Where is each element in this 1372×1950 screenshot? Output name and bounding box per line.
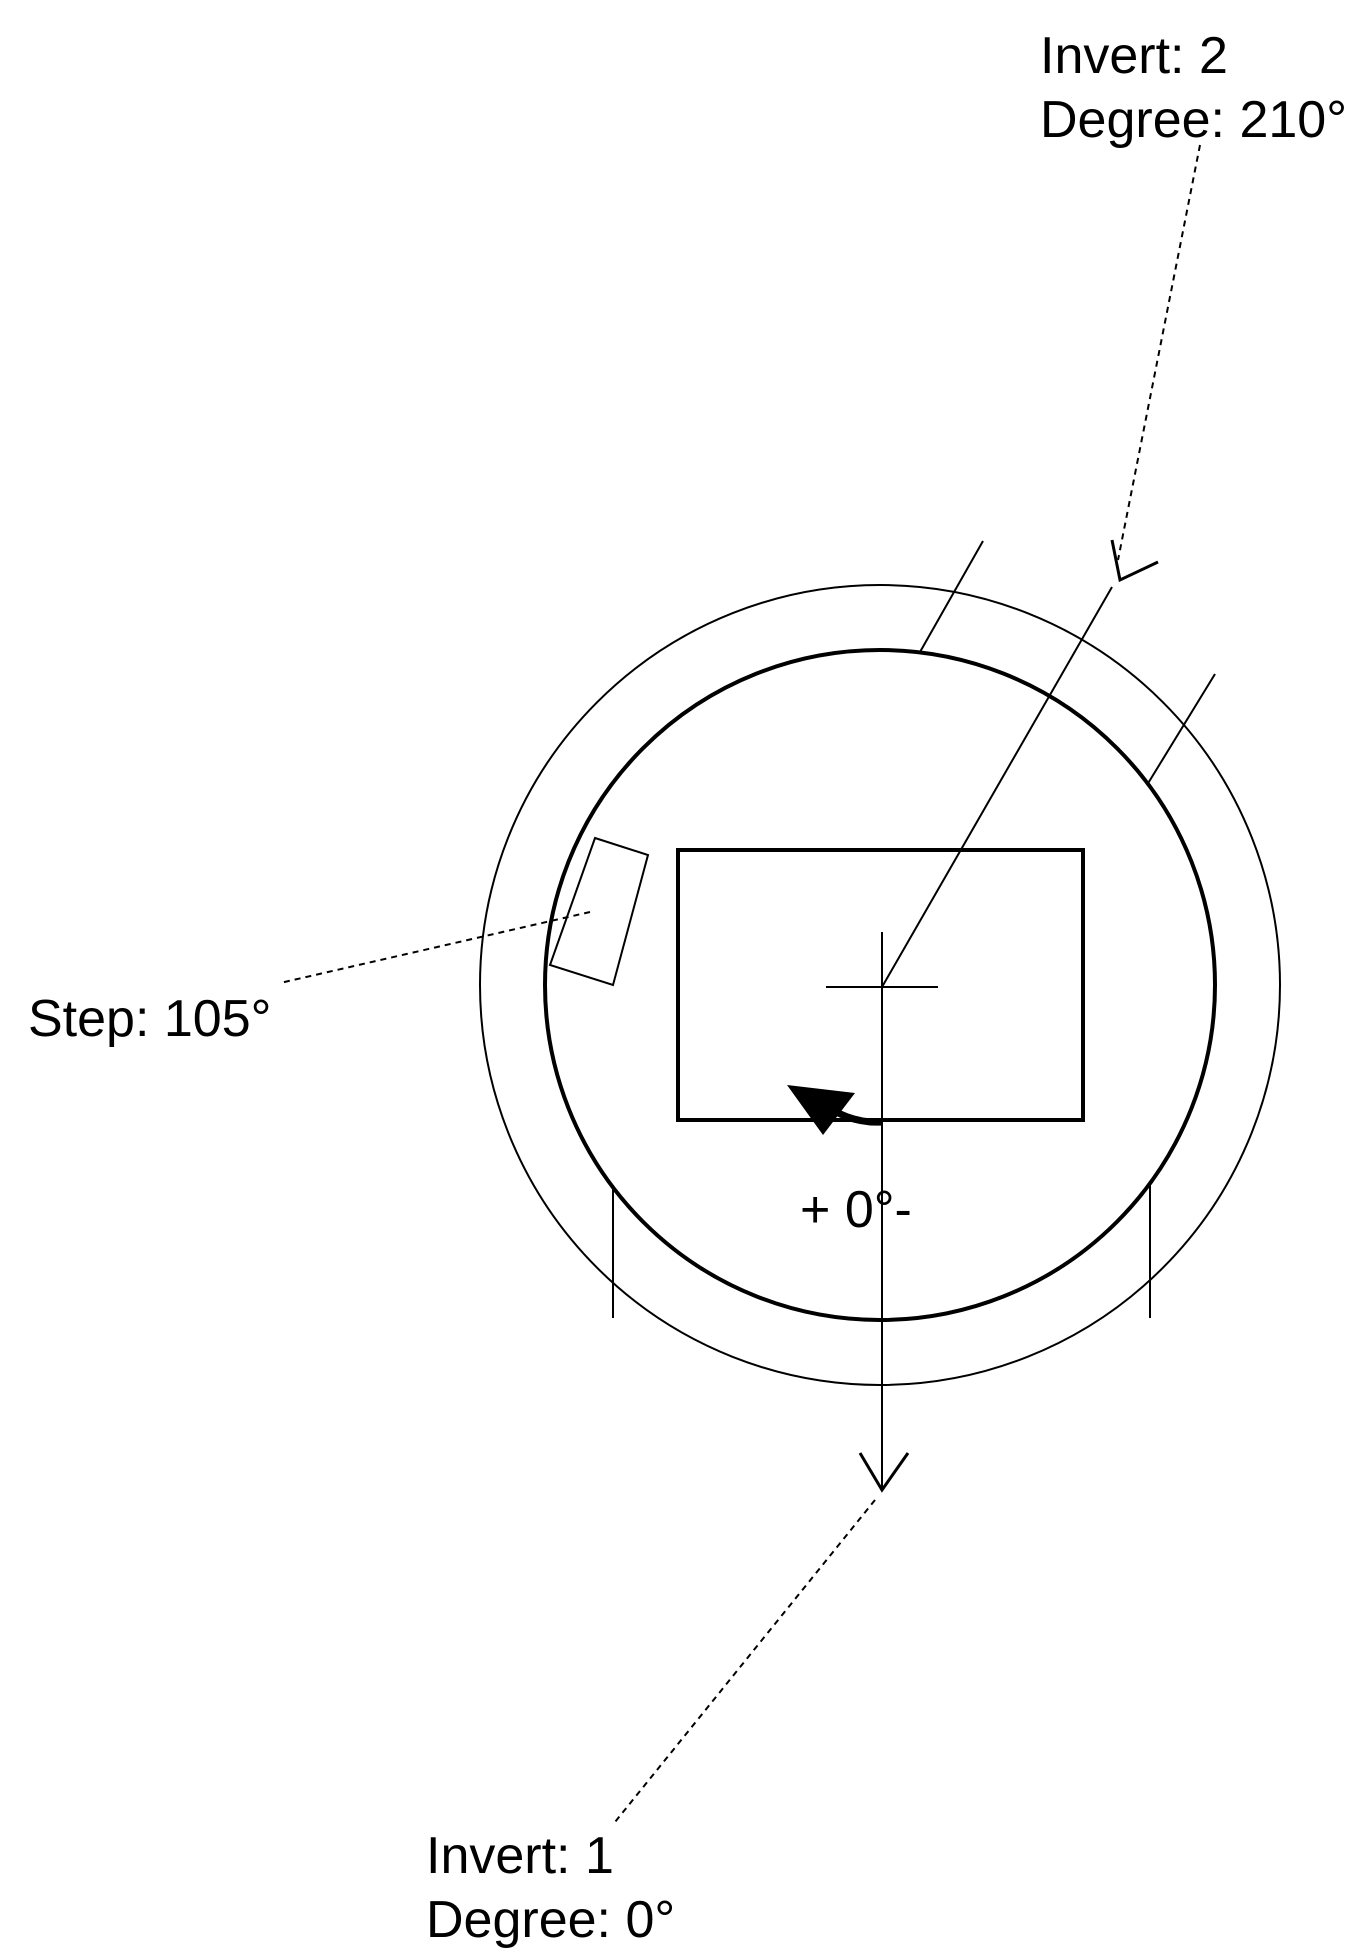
step-marker <box>548 836 650 987</box>
invert-2-arrowhead <box>1110 539 1159 583</box>
rotation-arrow-head <box>787 1085 855 1135</box>
invert-2-label: Invert: 2 <box>1040 27 1228 85</box>
invert-2-leader-line <box>1117 144 1201 561</box>
invert-1-degree-label: Degree: 0° <box>426 1891 675 1949</box>
tangent-line-top <box>919 540 984 653</box>
step-label: Step: 105° <box>28 990 271 1048</box>
rotation-degree-label: + 0°- <box>800 1181 912 1239</box>
invert-2-pipe-line <box>881 586 1113 988</box>
invert-1-label: Invert: 1 <box>426 1827 614 1885</box>
invert-1-leader-line <box>614 1499 876 1823</box>
inner-circle <box>543 648 1217 1322</box>
central-rectangle <box>676 848 1085 1122</box>
outer-circle <box>479 584 1281 1386</box>
tangent-line-right <box>1146 673 1216 786</box>
invert-1-arrowhead <box>858 1452 910 1493</box>
step-leader-line <box>279 911 591 984</box>
invert-2-degree-label: Degree: 210° <box>1040 91 1347 149</box>
